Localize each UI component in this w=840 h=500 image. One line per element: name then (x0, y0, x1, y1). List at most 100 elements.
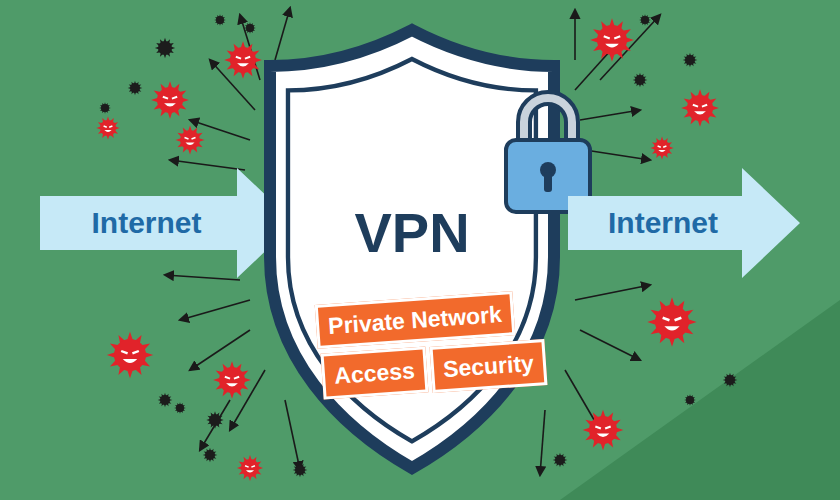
virus-eye (236, 57, 241, 59)
virus-body (655, 305, 689, 339)
virus-body (101, 104, 109, 112)
tag-label: Private Network (327, 300, 502, 339)
threat-arrow (580, 110, 640, 120)
germ-dot (683, 53, 698, 68)
threat-arrow (165, 275, 240, 280)
threat-arrow (230, 370, 265, 430)
dark-diagonal (560, 300, 840, 500)
virus-eye (225, 377, 230, 379)
virus-eye (251, 466, 255, 467)
virus-body (687, 95, 713, 121)
virus-mouth (246, 470, 254, 472)
virus-body (176, 404, 184, 412)
virus-eye (595, 427, 601, 429)
germ-dot (206, 411, 223, 428)
germ-dot (158, 393, 173, 408)
threat-arrow (200, 400, 230, 450)
virus-body (130, 83, 140, 93)
germ-dot (214, 14, 226, 26)
virus-body (295, 465, 305, 475)
virus-mouth (237, 63, 249, 66)
virus-icon (107, 332, 153, 378)
virus-mouth (694, 111, 706, 114)
vpn-label: VPN (354, 200, 469, 265)
virus-body (555, 455, 565, 465)
threat-arrow (275, 8, 290, 60)
internet-arrow: Internet (40, 168, 295, 278)
virus-eye (109, 126, 112, 127)
germ-dot (293, 463, 308, 478)
virus-icon (650, 136, 673, 159)
germ-dot (633, 73, 648, 88)
germ-dot (155, 38, 175, 58)
arrow-label: Internet (608, 206, 718, 240)
threat-arrow (285, 400, 300, 470)
virus-body (686, 396, 694, 404)
keyhole-slot (544, 172, 552, 192)
virus-eye (163, 97, 168, 99)
virus-icon (237, 455, 263, 481)
arrow-body (40, 168, 295, 278)
virus-body (635, 75, 645, 85)
internet-arrow: Internet (568, 168, 800, 278)
virus-mouth (164, 103, 176, 106)
threat-arrow (585, 150, 650, 160)
virus-icon (681, 89, 719, 127)
virus-eye (132, 351, 138, 353)
virus-eye (663, 318, 670, 321)
virus-mouth (104, 130, 111, 132)
virus-body (205, 450, 215, 460)
threat-arrow (580, 330, 640, 360)
virus-eye (663, 146, 666, 147)
virus-mouth (658, 150, 665, 152)
virus-eye (121, 351, 127, 353)
virus-icon (96, 116, 119, 139)
virus-body (158, 41, 172, 55)
threat-arrow (574, 10, 576, 60)
feature-tag: Security (430, 339, 548, 393)
virus-mouth (186, 143, 195, 146)
virus-body (180, 130, 200, 150)
virus-eye (245, 466, 249, 467)
virus-eye (675, 318, 682, 321)
virus-body (114, 339, 146, 371)
virus-eye (104, 126, 107, 127)
threat-arrow (575, 285, 650, 300)
virus-icon (151, 81, 189, 119)
germ-dot (684, 394, 696, 406)
virus-body (241, 459, 259, 477)
virus-eye (245, 57, 250, 59)
virus-mouth (597, 434, 610, 438)
virus-body (230, 47, 256, 73)
virus-eye (605, 427, 611, 429)
virus-icon (224, 41, 262, 79)
virus-body (654, 140, 670, 156)
virus-icon (590, 18, 634, 62)
threat-arrow (180, 300, 250, 320)
arrow-body (568, 168, 800, 278)
virus-eye (192, 138, 196, 140)
virus-body (209, 414, 221, 426)
germ-dot (203, 448, 218, 463)
virus-body (597, 25, 627, 55)
virus-icon (213, 361, 251, 399)
germ-dot (99, 102, 111, 114)
tag-label: Access (333, 357, 415, 390)
virus-eye (702, 105, 707, 107)
virus-body (589, 416, 617, 444)
shield-outer (270, 30, 554, 468)
virus-body (219, 367, 245, 393)
padlock-icon (506, 98, 590, 212)
virus-icon (176, 126, 205, 155)
feature-tag: Access (321, 346, 429, 399)
virus-mouth (664, 326, 679, 330)
virus-body (246, 24, 254, 32)
arrow-label: Internet (91, 206, 201, 240)
virus-mouth (226, 383, 238, 386)
germ-dot (174, 402, 186, 414)
virus-body (641, 16, 649, 24)
tag-label: Security (442, 349, 534, 382)
germ-dot (244, 22, 256, 34)
virus-mouth (605, 44, 619, 48)
virus-eye (693, 105, 698, 107)
